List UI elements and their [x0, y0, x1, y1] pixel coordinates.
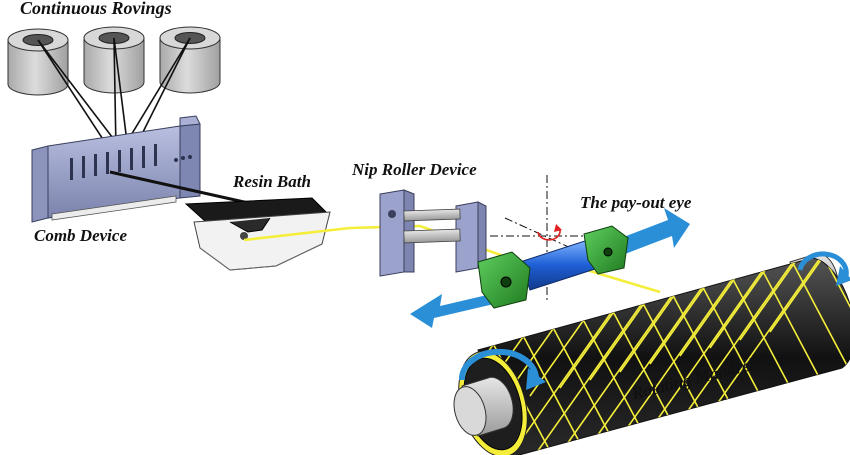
- roving-strands: [37, 37, 191, 151]
- roving-spools: [7, 26, 221, 96]
- traverse-arrow-left: [410, 292, 500, 328]
- label-continuous-rovings: Continuous Rovings: [20, 0, 172, 18]
- nip-roller-device: [379, 189, 487, 277]
- rotation-arrow: [537, 229, 561, 241]
- mandrel-rotation-arrow-right: [797, 251, 849, 277]
- spool-1: [7, 28, 69, 96]
- label-comb-device: Comb Device: [34, 226, 127, 245]
- mandrel-rotation-arrow-left: [458, 348, 539, 381]
- strand-to-bath: [109, 170, 263, 208]
- spool-3: [159, 26, 221, 94]
- label-nip-roller-device: Nip Roller Device: [352, 160, 477, 179]
- resin-bath: [184, 197, 331, 271]
- rotating-mandrel: [453, 251, 850, 455]
- label-payout-eye: The pay-out eye: [580, 193, 692, 212]
- label-resin-bath: Resin Bath: [233, 172, 311, 191]
- payout-eye-assembly: [410, 175, 690, 328]
